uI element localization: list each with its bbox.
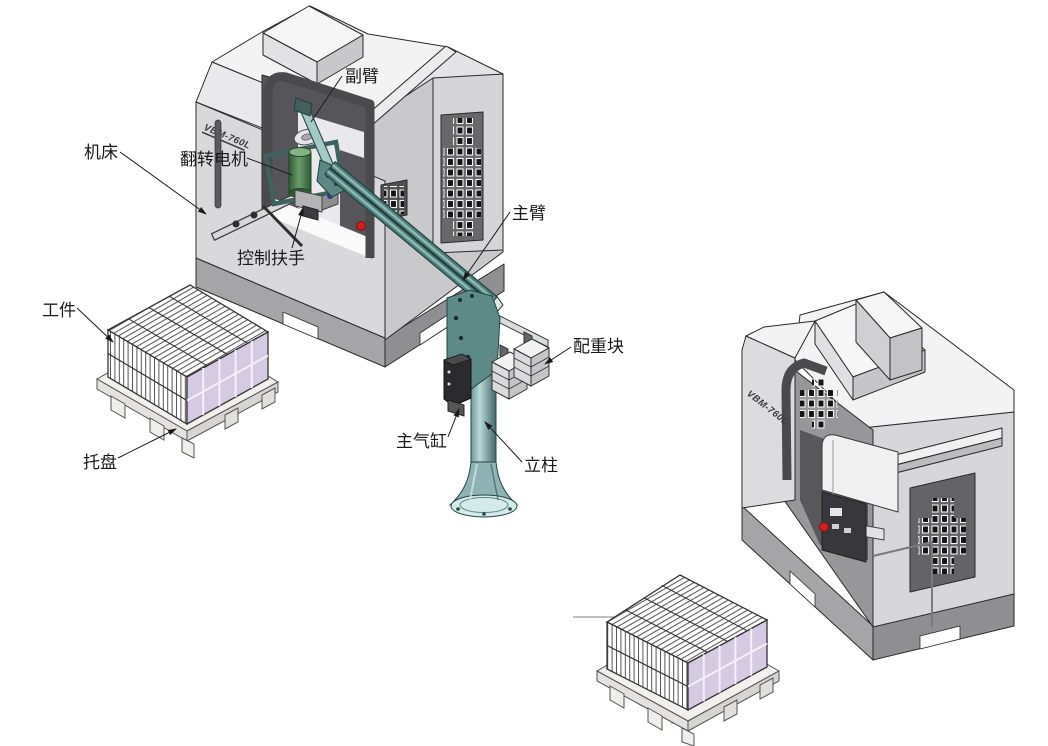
pallet2-leg-1 [609,685,625,709]
flip-motor-top [288,147,312,157]
main-arm-rail-top [326,170,491,308]
leader-aux-arm [310,75,343,123]
workpieces1-top-seam-1 [128,318,208,367]
gripper-block-left [294,189,323,213]
right-machine-base-notch-left [789,570,816,608]
right-machine-base-notch-right [919,625,961,650]
left-machine-top-box-right [316,34,364,85]
right-machine-panel-key-1 [832,524,839,529]
main-cylinder-top [443,353,472,366]
workpieces2-top-seam-2 [643,597,728,642]
right-machine-panel-seam [872,541,933,627]
leader-counterweight [544,346,572,365]
label-workpiece: 工件 [42,301,76,320]
column-base-bolt-3 [508,507,512,511]
workpieces2-top-seam-3 [661,584,748,632]
label-column: 立柱 [524,456,558,475]
counterweight-back-seam-1 [513,357,532,368]
leader-main-arm [462,211,511,281]
right-machine-panel-screen [830,508,842,516]
annotations: 机床 翻转电机 副臂 主臂 控制扶手 工件 配重块 托盘 主气缸 立柱 [42,67,624,475]
counterweight-front-seam-1 [491,370,510,381]
control-handle-knob-2 [250,211,258,219]
leader-control-handle [291,207,304,249]
pallet2-slab-right [687,670,780,732]
pallet2-leg-4 [723,699,738,722]
label-main-arm: 主臂 [512,204,546,223]
column-assembly [443,289,551,518]
left-machine: VBM-760L [195,5,505,368]
pallet1-leg-2 [149,417,165,441]
pallet-stack-left [95,284,280,459]
label-counterweight: 配重块 [573,337,624,356]
pivot-bolt-2 [458,335,464,341]
right-machine-panel-key-2 [844,528,851,533]
workpieces2-top-seam-1 [625,609,709,653]
right-machine-opening-frame [781,358,828,481]
counterweight-back-seam-4 [530,365,550,377]
workpieces1-right-grid [186,341,269,415]
pivot-bolt-4 [458,298,462,302]
pivot-bolt-5 [470,294,474,298]
pallet-stack-bottom [573,574,781,746]
right-machine: VBM-760L [741,291,1015,661]
main-cylinder-lower-bracket [447,399,465,417]
label-control-handle: 控制扶手 [237,249,305,268]
label-pallet: 托盘 [83,453,117,472]
column-base-plate [450,494,518,518]
pallet2-leg-5 [759,677,774,700]
counterweight-front-seam-2 [491,379,510,390]
main-cylinder-dot-2 [447,382,451,386]
pallet2-leg-2 [647,707,663,731]
left-machine-vent-holes-row [443,148,481,218]
leader-main-cylinder [447,408,460,438]
aux-arm-top-bracket [293,97,313,117]
pallet1-leg-3 [181,437,195,459]
left-machine-nameplate-underline [201,131,245,151]
column-base-bolt-1 [456,507,460,511]
pallet1-leg-4 [224,407,239,430]
right-machine-red-button [819,522,829,532]
label-main-cylinder: 主气缸 [396,431,447,451]
workpieces2-front-seam [606,644,689,688]
left-machine-base-notch-front [282,311,319,340]
label-machine-tool: 机床 [84,143,118,162]
label-aux-arm: 副臂 [345,67,379,86]
left-machine-red-button [356,221,366,231]
counterweight-stack-back [512,338,551,387]
label-flip-motor: 翻转电机 [180,150,248,169]
pallet2-leg-3 [681,727,695,746]
pallet1-leg-1 [110,395,126,419]
leader-machine-tool [119,151,207,215]
flip-motor-body [288,151,312,194]
column-base-bolt-2 [482,512,486,516]
workpieces2-right-grid [687,628,768,702]
right-machine-vent-holes-row [918,518,966,556]
leader-flip-motor [246,157,293,176]
control-handle-knob-1 [232,220,240,228]
right-machine-head-cover [821,434,899,513]
column-cone-edge-left [469,463,478,501]
left-machine-interior-floor [268,196,370,258]
right-machine-small-vent-row [800,390,838,418]
workpieces1-top-seam-3 [169,295,249,344]
column-cone-edge-right [490,463,499,501]
leader-workpiece [76,307,114,343]
leader-pallet [117,428,177,459]
workpieces1-top-seam-2 [148,307,228,355]
leader-column [484,421,523,463]
left-machine-door-handle [214,119,222,209]
counterweight-back-seam-2 [513,366,532,377]
right-machine-pillar-front [741,335,796,509]
workpieces1-front-seam [107,352,188,402]
control-handle-rod [261,204,304,248]
right-machine-back-block-right [889,327,923,381]
left-machine-opening-frame [263,72,375,258]
pallet1-leg-5 [261,387,276,410]
main-cylinder-dot-1 [447,370,451,374]
pivot-bolt-1 [453,315,459,321]
